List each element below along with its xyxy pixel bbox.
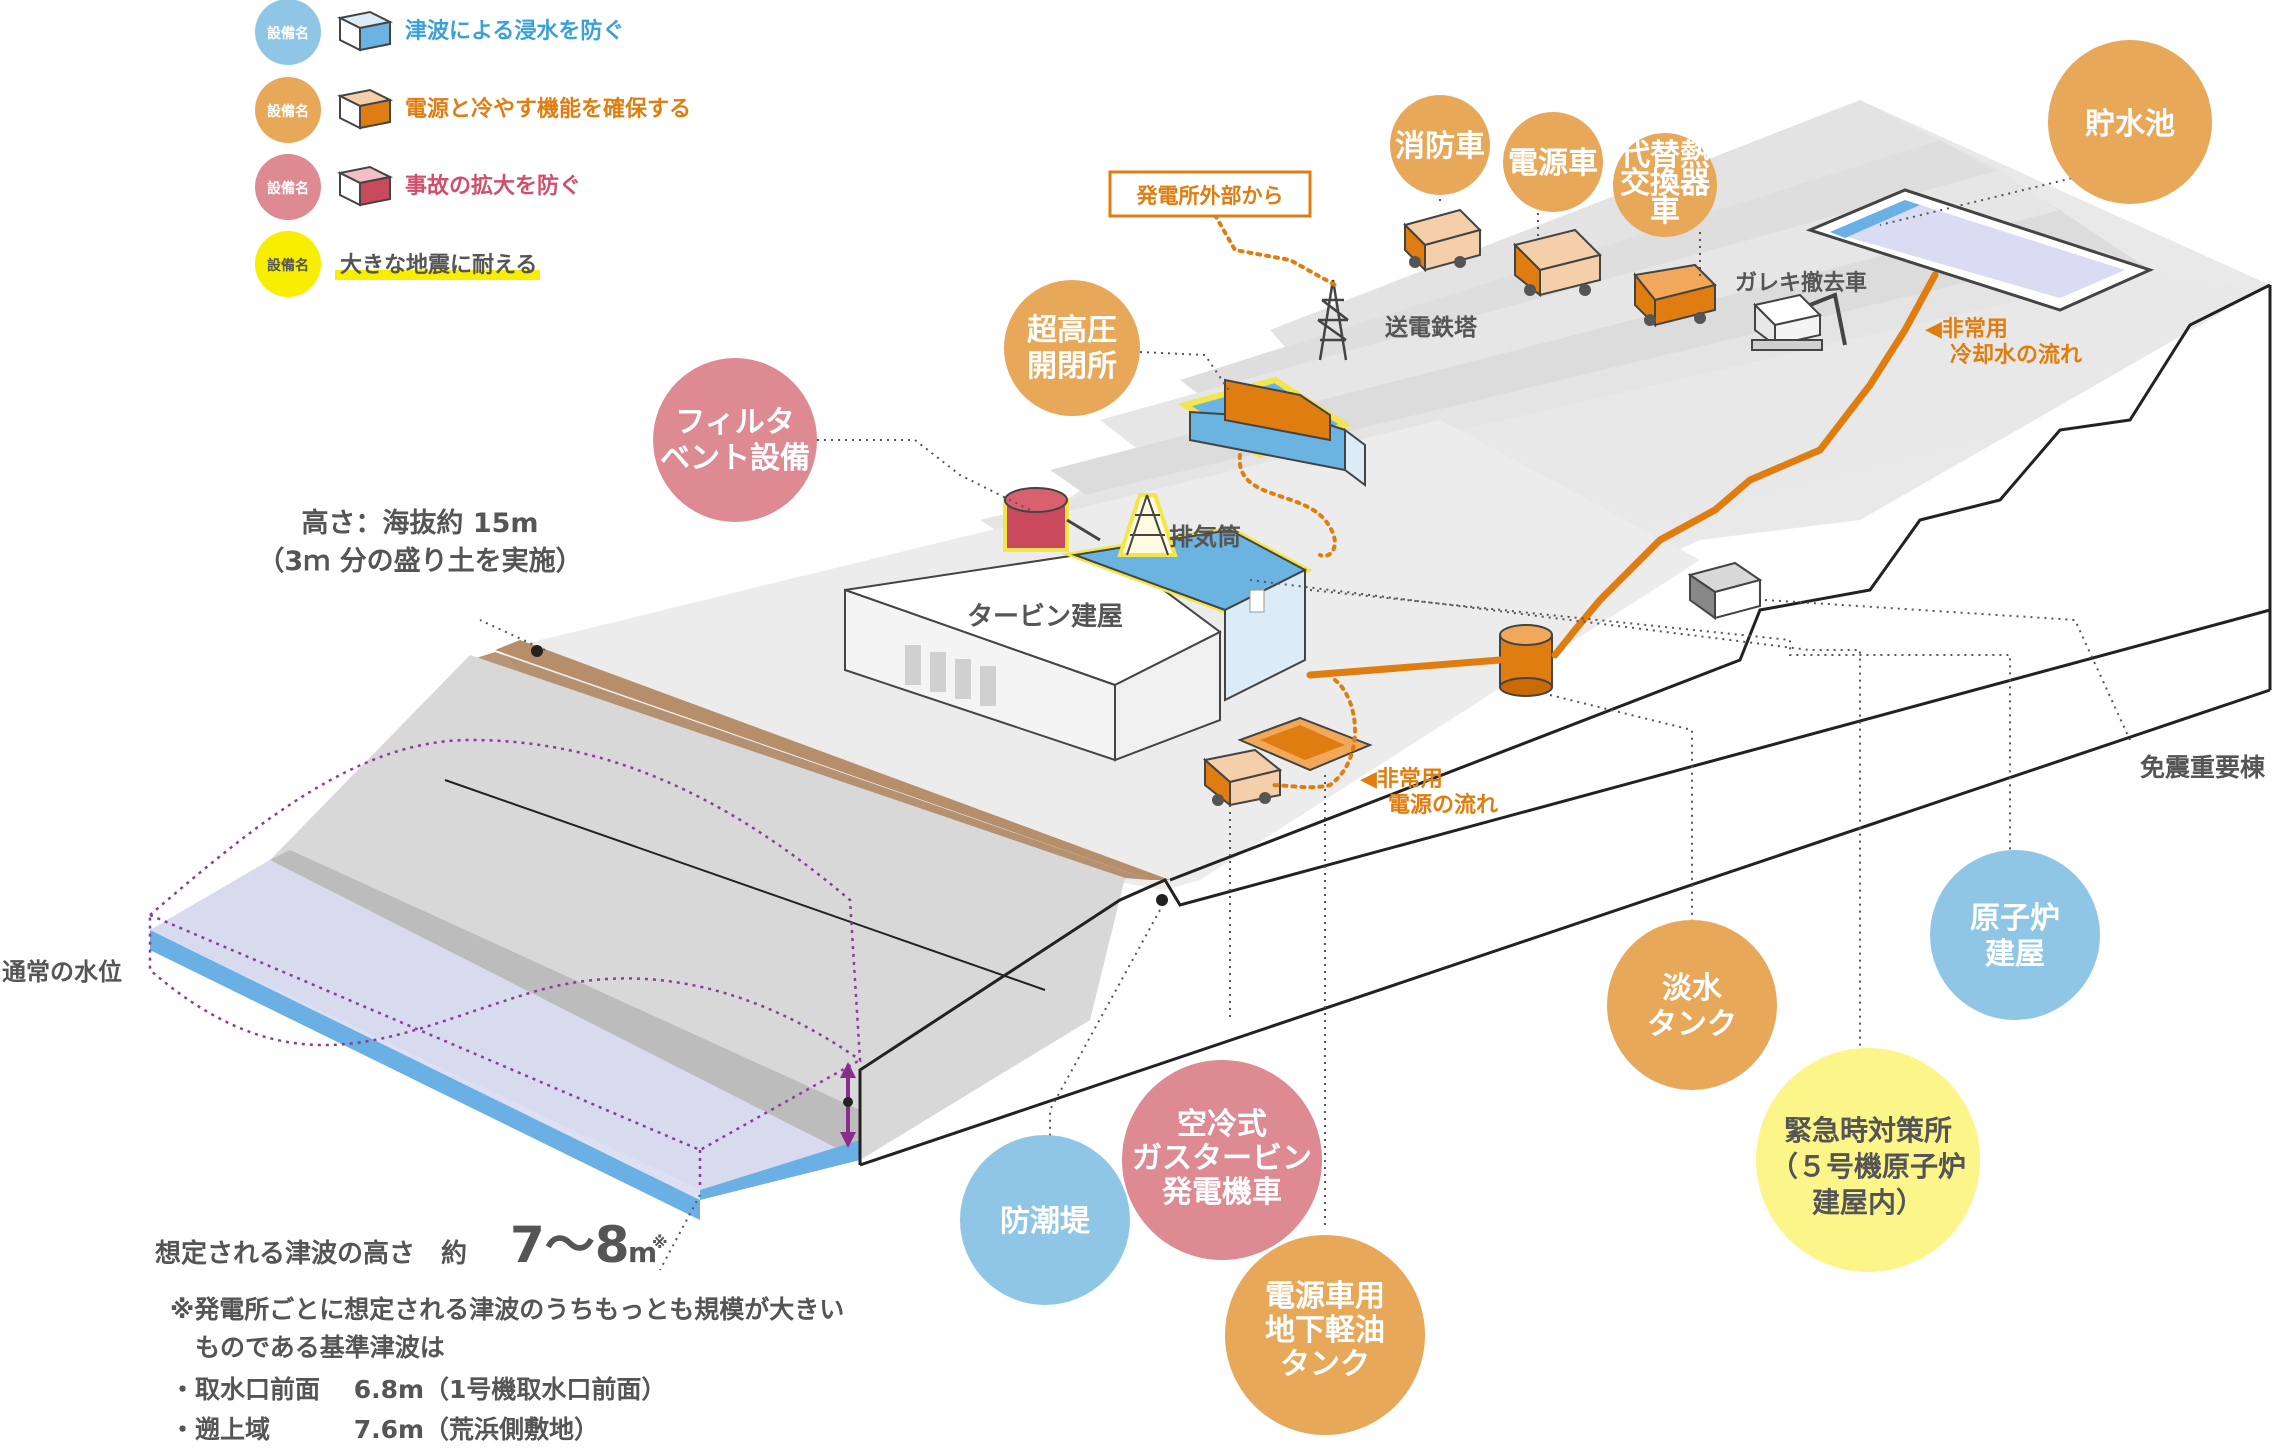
fuel-tank-pit: [1237, 716, 1373, 772]
bubble-fire-truck: 消防車: [1390, 95, 1490, 195]
turbine-building: [844, 548, 1222, 762]
bubble-gas-turbine: 空冷式 ガスタービン 発電機車: [1122, 1060, 1322, 1260]
bubble-reservoir: 貯水池: [2048, 40, 2212, 204]
reservoir: [1805, 188, 2155, 312]
cooling-flow-label: ◀非常用: [1925, 316, 2008, 342]
legend-item-power-cooling: 設備名 電源と冷やす機能を確保する: [255, 77, 691, 143]
terrain: [148, 100, 2272, 1220]
legend-badge-text: 設備名: [267, 257, 309, 274]
note-line: ※発電所ごとに想定される津波のうちもっとも規模が大きい: [170, 1295, 844, 1324]
bubble-line: 空冷式: [1177, 1107, 1267, 1142]
bubble-line: 貯水池: [2085, 107, 2175, 142]
height-label-note: （3ｍ 分の盛り土を実施）: [257, 545, 582, 577]
note-line: ・取水口前面 6.8m（1号機取水口前面）: [170, 1375, 666, 1404]
tsunami-notes: ※発電所ごとに想定される津波のうちもっとも規模が大きい ものである基準津波は ・…: [170, 1295, 844, 1444]
bubble-heat-exchanger: 代替熱 交換器 車: [1613, 133, 1717, 237]
normal-water-level-label: 通常の水位: [2, 958, 122, 986]
bubble-filter-vent: フィルタ ベント設備: [653, 358, 817, 522]
note-line: ものである基準津波は: [170, 1333, 445, 1362]
legend-text: 津波による浸水を防ぐ: [405, 18, 624, 44]
vehicle-power-truck: [1513, 228, 1602, 298]
rubble-vehicle-label: ガレキ撤去車: [1735, 270, 1867, 296]
legend-item-earthquake: 設備名 大きな地震に耐える: [255, 231, 540, 297]
switchyard: [1177, 376, 1366, 487]
bubble-line: フィルタ: [675, 405, 794, 440]
legend-badge-text: 設備名: [267, 180, 309, 197]
bubble-line: 電源車: [1508, 146, 1598, 181]
callout-bubbles: フィルタ ベント設備 超高圧 開閉所 消防車 電源車 代替熱 交換器 車 貯水池: [653, 40, 2212, 1435]
bubble-line: 建屋内）: [1812, 1186, 1924, 1219]
external-power-text: 発電所外部から: [1136, 184, 1284, 208]
tsunami-prefix: 想定される津波の高さ 約: [155, 1238, 467, 1269]
legend-badge-text: 設備名: [267, 103, 309, 120]
bubble-line: 開閉所: [1027, 349, 1117, 384]
vehicle-fire-truck: [1403, 208, 1482, 273]
bubble-emergency-center: 緊急時対策所 （５号機原子炉 建屋内）: [1756, 1048, 1980, 1272]
bubble-line: 建屋: [1985, 937, 2045, 972]
bubble-line: 電源車用: [1265, 1279, 1385, 1314]
seismic-building-label: 免震重要棟: [2140, 753, 2266, 782]
bubble-switchyard: 超高圧 開閉所: [1004, 280, 1140, 416]
power-flow-label: ◀非常用: [1360, 766, 1443, 792]
bubble-line: 緊急時対策所: [1784, 1114, 1952, 1147]
freshwater-tank: [1499, 624, 1553, 697]
bubble-line: 防潮堤: [1000, 1204, 1091, 1239]
bubble-line: 消防車: [1395, 129, 1485, 164]
tsunami-footnote-mark: ※: [652, 1233, 668, 1252]
bubble-line: 淡水: [1662, 971, 1723, 1006]
legend-item-accident: 設備名 事故の拡大を防ぐ: [255, 154, 581, 220]
bubble-line: 発電機車: [1161, 1175, 1282, 1210]
bubble-power-truck: 電源車: [1503, 112, 1603, 212]
bubble-seawall: 防潮堤: [960, 1135, 1130, 1305]
bubble-reactor-building: 原子炉 建屋: [1930, 850, 2100, 1020]
note-line: ・遡上域 7.6m（荒浜側敷地）: [170, 1415, 599, 1444]
height-label: 高さ：海抜約 15m: [301, 507, 538, 539]
legend-text: 事故の拡大を防ぐ: [405, 173, 581, 199]
emergency-flow-lines: [1213, 213, 1939, 790]
transmission-tower-label: 送電鉄塔: [1385, 314, 1478, 341]
tsunami-unit: m: [628, 1236, 657, 1269]
legend: 設備名 津波による浸水を防ぐ 設備名 電源と冷やす機能を確保する 設備名 事故の…: [255, 0, 691, 297]
bubble-line: 交換器: [1620, 166, 1711, 201]
labels: 高さ：海抜約 15m （3ｍ 分の盛り土を実施） 通常の水位 想定される津波の高…: [2, 170, 2266, 1444]
tsunami-height-label: 想定される津波の高さ 約 7～8 m ※: [155, 1216, 668, 1274]
seismic-isolated-building: [1687, 561, 1763, 620]
bubble-line: タンク: [1280, 1347, 1370, 1382]
cooling-flow-label: 冷却水の流れ: [1950, 342, 2082, 368]
bubble-line: タンク: [1647, 1007, 1737, 1042]
exhaust-stack-label: 排気筒: [1169, 523, 1241, 551]
power-flow-label: 電源の流れ: [1388, 792, 1498, 818]
bubble-line: 代替熱: [1619, 138, 1710, 173]
tsunami-value: 7～8: [510, 1216, 630, 1274]
transmission-tower: [1317, 279, 1349, 361]
legend-text: 電源と冷やす機能を確保する: [405, 96, 691, 122]
vehicle-excavator: [1751, 292, 1847, 351]
bubble-line: 超高圧: [1027, 313, 1117, 348]
legend-text: 大きな地震に耐える: [340, 253, 537, 278]
bubble-line: ガスタービン: [1132, 1141, 1312, 1176]
filter-vent-tank: [1003, 487, 1101, 552]
turbine-building-label: タービン建屋: [967, 602, 1123, 632]
bubble-line: ベント設備: [660, 441, 810, 476]
legend-item-tsunami: 設備名 津波による浸水を防ぐ: [255, 0, 624, 65]
exhaust-stack: [1117, 493, 1178, 557]
vehicle-heat-exchanger: [1633, 263, 1717, 328]
bubble-line: 車: [1650, 194, 1680, 229]
bubble-line: （５号機原子炉: [1770, 1150, 1966, 1183]
bubble-line: 地下軽油: [1265, 1313, 1385, 1348]
external-power-label: 発電所外部から: [1108, 170, 1312, 218]
bubble-freshwater-tank: 淡水 タンク: [1607, 920, 1777, 1090]
bubble-line: 原子炉: [1970, 901, 2060, 936]
bubble-fuel-tank: 電源車用 地下軽油 タンク: [1225, 1235, 1425, 1435]
facilities: [844, 188, 2155, 808]
legend-badge-text: 設備名: [267, 25, 309, 42]
